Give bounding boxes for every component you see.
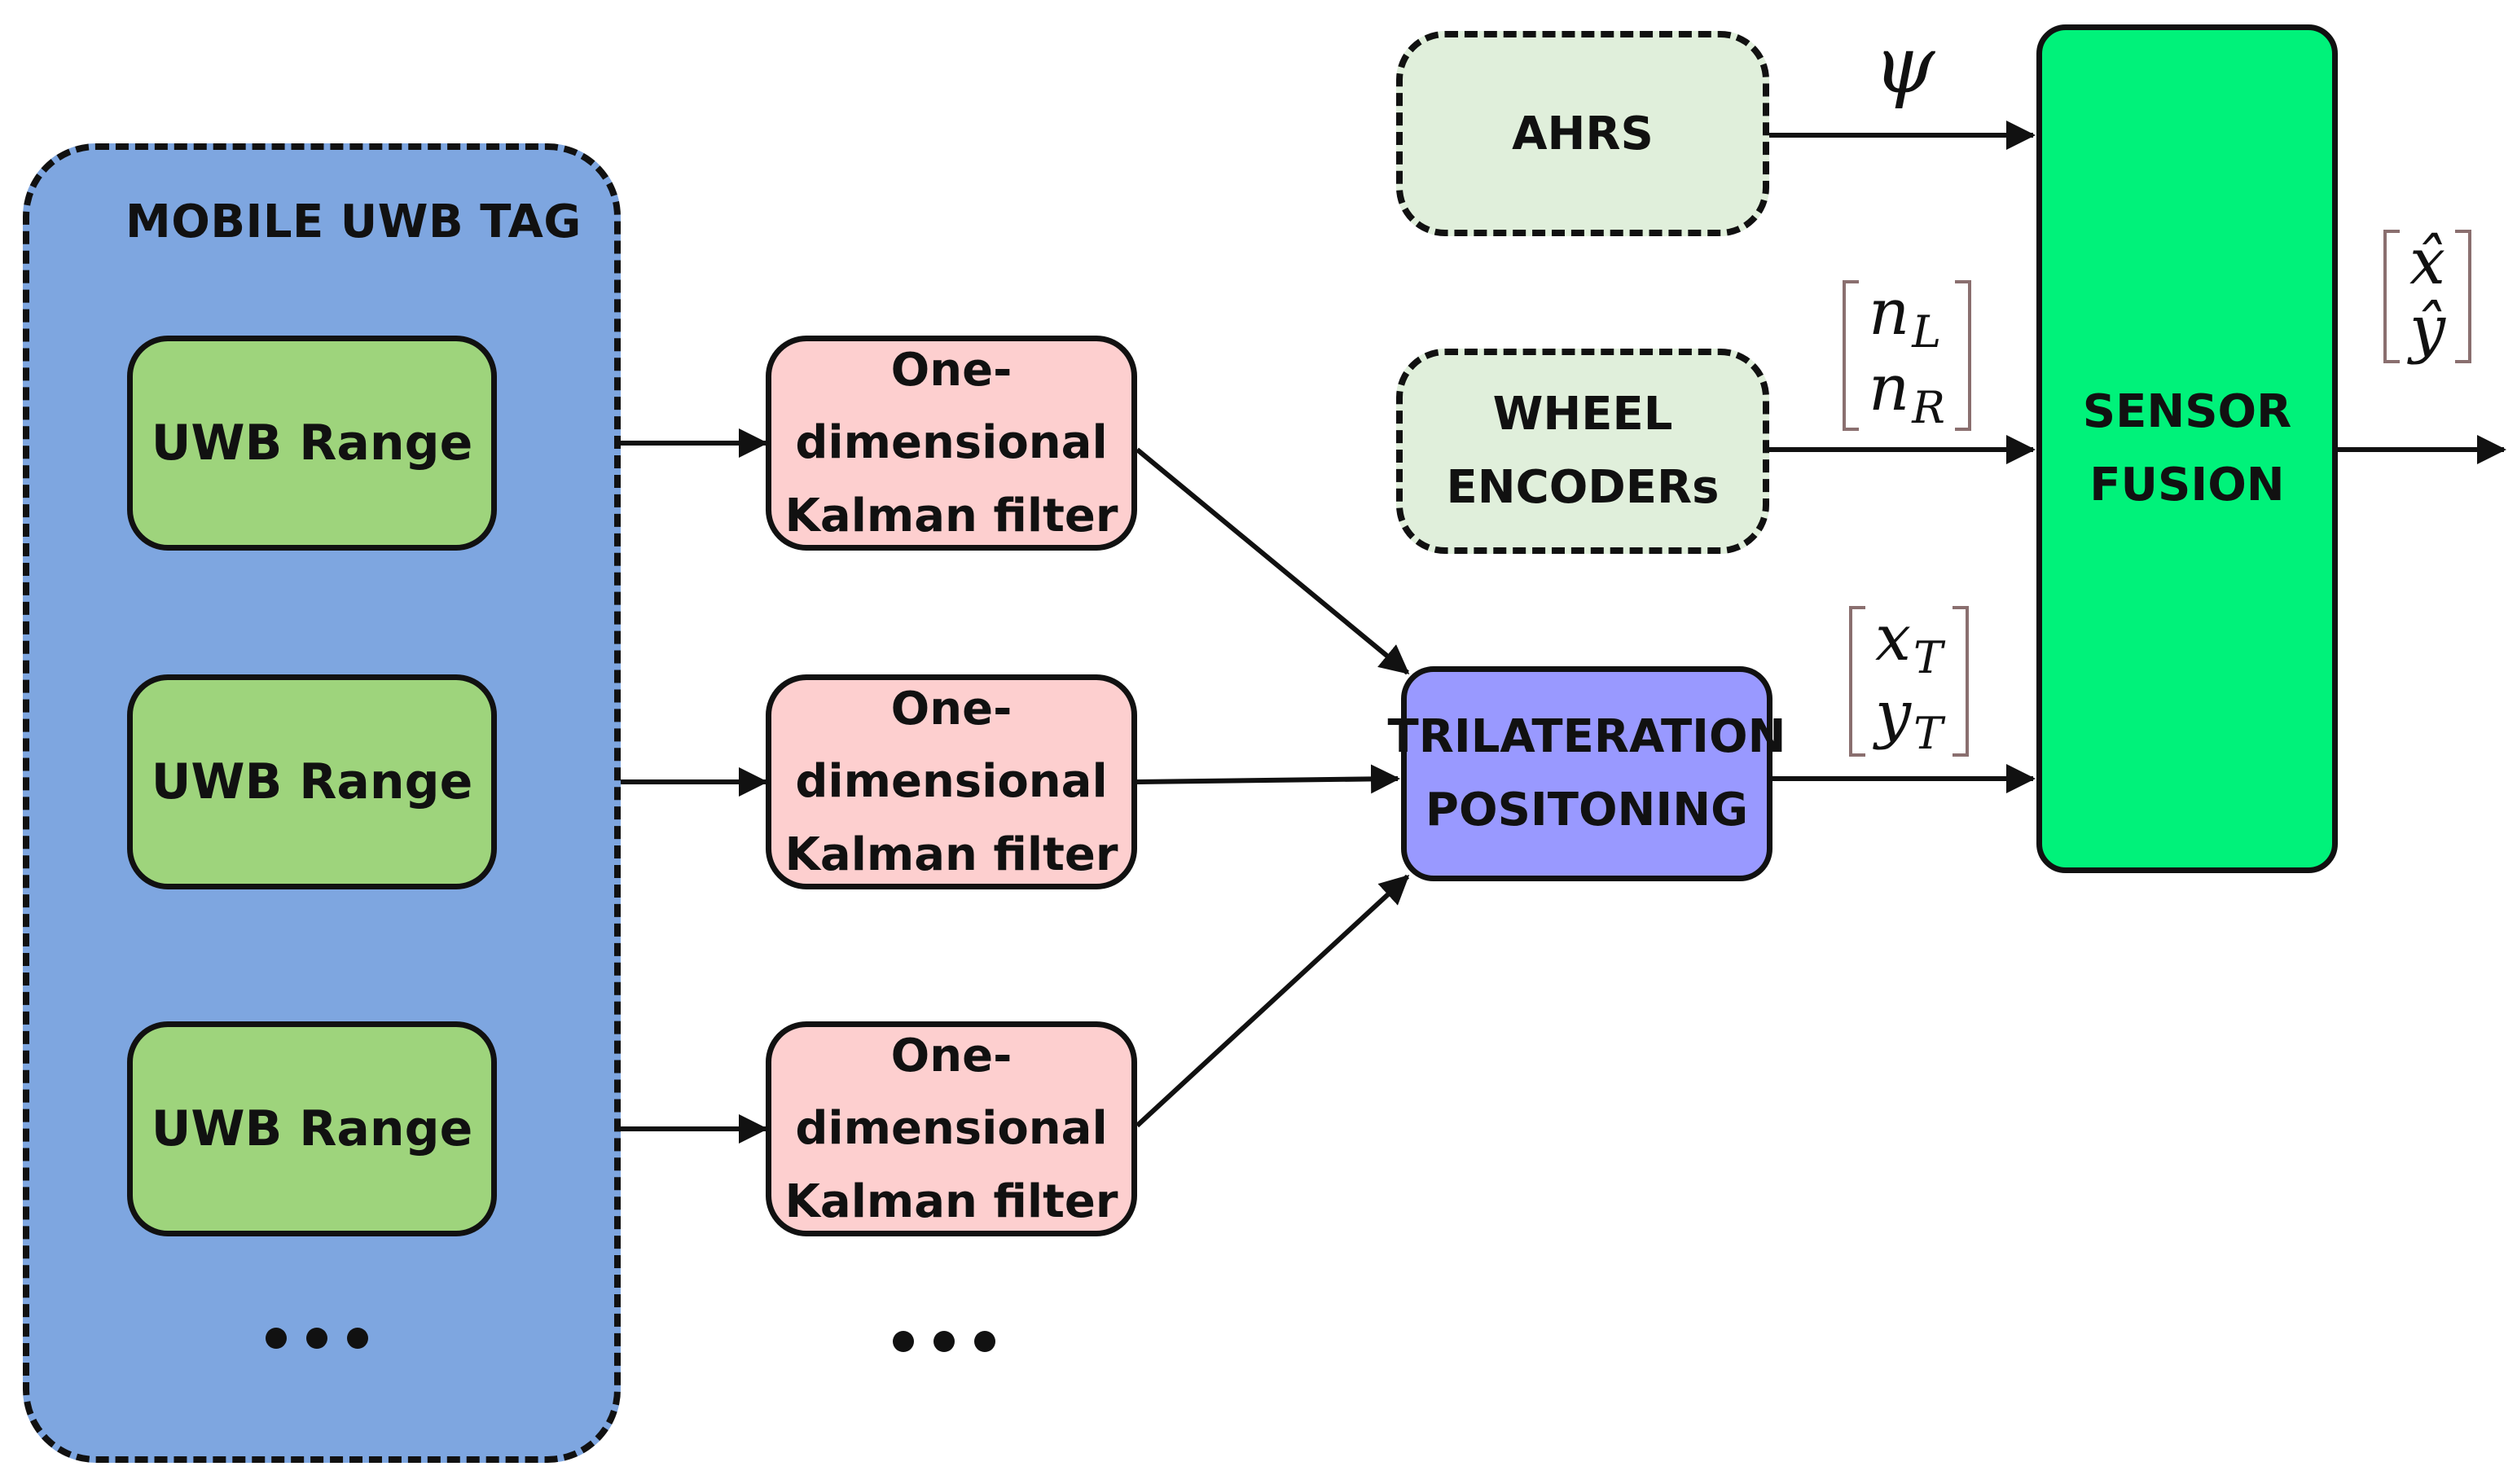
trilat-vector-top-sub: T <box>1913 632 1944 683</box>
uwb-range-box: UWB Range <box>127 674 497 889</box>
ellipsis-dot <box>893 1331 914 1352</box>
kalman-filter-line1: One-dimensional <box>795 343 1108 470</box>
trilateration-line2: POSITONING <box>1425 784 1749 836</box>
kalman-filter-line2: Kalman filter <box>784 489 1118 542</box>
vector-left-bracket <box>1849 606 1865 757</box>
output-vector-top: x̂ <box>2409 226 2445 299</box>
sensor-fusion-line2: FUSION <box>2089 459 2285 511</box>
kalman-filter-box: One-dimensional Kalman filter <box>766 1021 1137 1236</box>
vector-right-bracket <box>1953 606 1970 757</box>
arrow-kalman1-to-trilateration <box>1136 447 1410 675</box>
trilateration-line1: TRILATERATION <box>1387 710 1786 764</box>
trilateration-vector: xT yT <box>1849 605 1970 759</box>
uwb-range-box: UWB Range <box>127 336 497 551</box>
uwb-range-label: UWB Range <box>151 415 473 472</box>
kalman-filter-box: One-dimensional Kalman filter <box>766 336 1137 551</box>
arrow-kalman2-to-trilateration <box>1136 764 1400 794</box>
uwb-range-label: UWB Range <box>151 753 473 810</box>
estimated-position-vector: x̂ ŷ <box>2383 229 2472 366</box>
ahrs-label: AHRS <box>1512 107 1654 160</box>
ellipsis-dot <box>933 1331 955 1352</box>
kalman-filter-line1: One-dimensional <box>795 1029 1108 1156</box>
vector-left-bracket <box>2383 230 2400 363</box>
trilat-vector-bottom: y <box>1875 677 1912 751</box>
psi-signal-label: ψ <box>1873 20 1935 111</box>
wheel-vector-bottom: n <box>1869 351 1910 425</box>
ellipsis-dot <box>306 1328 327 1349</box>
kalman-filter-line2: Kalman filter <box>784 828 1118 881</box>
ellipsis-dot <box>347 1328 368 1349</box>
kalman-filter-line2: Kalman filter <box>784 1174 1118 1228</box>
trilat-vector-top: x <box>1875 602 1911 675</box>
wheel-encoders-line1: WHEEL <box>1492 388 1673 441</box>
arrow-kalman3-to-trilateration <box>1135 874 1410 1128</box>
kalman-filter-box: One-dimensional Kalman filter <box>766 674 1137 889</box>
ahrs-box: AHRS <box>1396 31 1769 236</box>
wheel-vector-top: n <box>1869 276 1910 349</box>
ellipsis-dot <box>974 1331 995 1352</box>
trilateration-positioning-box: TRILATERATION POSITONING <box>1388 666 1786 881</box>
sensor-fusion-line1: SENSOR <box>2082 385 2292 439</box>
vector-right-bracket <box>1954 280 1971 432</box>
vector-right-bracket <box>2455 230 2472 363</box>
wheel-encoders-box: WHEEL ENCODERs <box>1396 349 1769 554</box>
vector-left-bracket <box>1843 280 1859 432</box>
sensor-fusion-box: SENSOR FUSION <box>2036 24 2338 873</box>
wheel-encoder-vector: nL nR <box>1843 279 1971 433</box>
uwb-range-label: UWB Range <box>151 1100 473 1157</box>
mobile-uwb-tag-title: MOBILE UWB TAG <box>125 195 582 248</box>
trilat-vector-bottom-sub: T <box>1913 707 1944 759</box>
wheel-vector-bottom-sub: R <box>1912 381 1945 433</box>
more-kalman-filters-ellipsis <box>893 1331 995 1352</box>
ellipsis-dot <box>266 1328 287 1349</box>
more-uwb-ranges-ellipsis <box>266 1328 368 1349</box>
kalman-filter-line1: One-dimensional <box>795 682 1108 809</box>
wheel-encoders-line2: ENCODERs <box>1446 461 1720 514</box>
output-vector-bottom: ŷ <box>2409 292 2446 366</box>
wheel-vector-top-sub: L <box>1912 306 1942 358</box>
uwb-range-box: UWB Range <box>127 1021 497 1236</box>
